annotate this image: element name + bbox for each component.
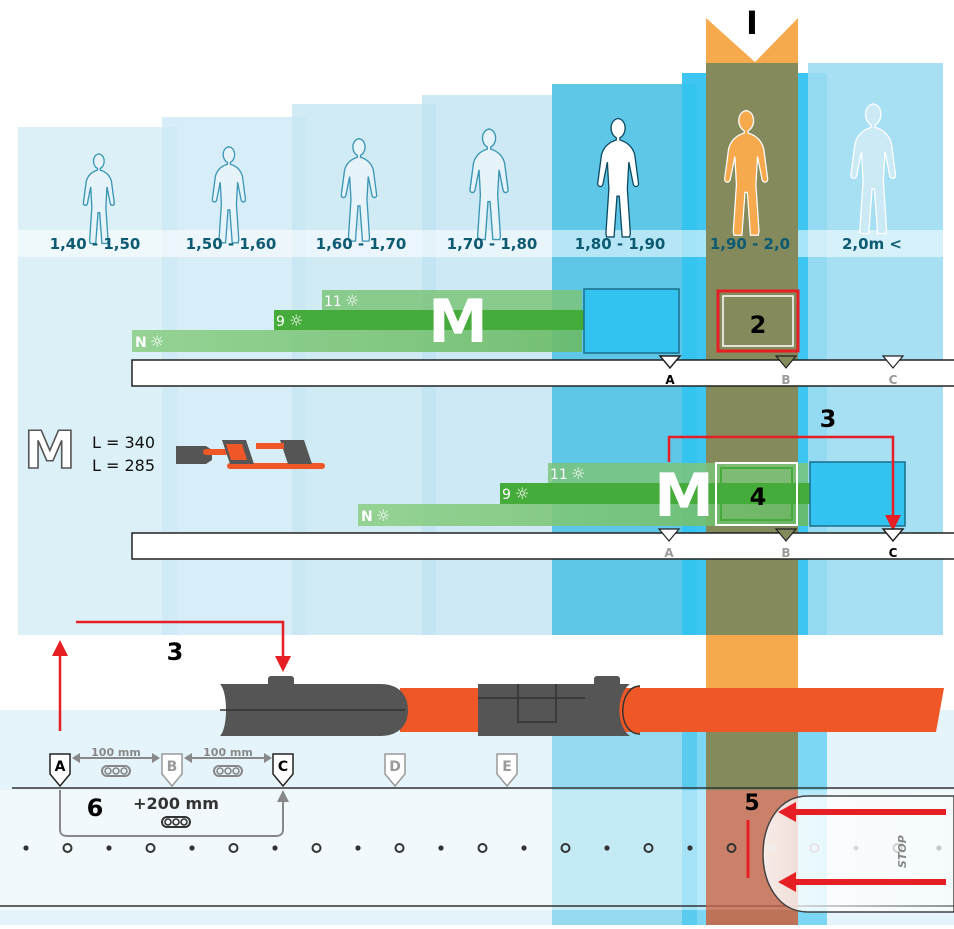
chain-hole bbox=[521, 845, 527, 851]
chain-hole bbox=[726, 843, 737, 853]
callout-2: 2 bbox=[750, 311, 767, 339]
size-range-label: 1,90 - 2,0 bbox=[710, 235, 790, 253]
sun-icon: ☼ bbox=[515, 484, 529, 503]
size-range-label: 1,70 - 1,80 bbox=[447, 235, 538, 253]
lower-rail-label: A bbox=[664, 546, 674, 560]
stop-text: STOP bbox=[896, 835, 909, 868]
cable-housing-icon bbox=[176, 440, 325, 469]
chain-hole bbox=[438, 845, 444, 851]
sun-icon: ☼ bbox=[150, 332, 164, 351]
upper-rail-label: A bbox=[665, 373, 675, 387]
pin-c: C bbox=[272, 753, 294, 788]
upper-rail-group: 11 ☼ 9 ☼ N ☼ M A B C 2 bbox=[131, 287, 954, 387]
chain-hole bbox=[106, 845, 112, 851]
spacing-bc: 100 mm bbox=[184, 746, 272, 777]
svg-text:A: A bbox=[55, 759, 66, 775]
upper-bar9-tag: 9 bbox=[276, 314, 285, 330]
lower-rail-group: 3 11 ☼ 9 ☼ N ☼ M 4 A B C bbox=[131, 405, 954, 560]
callout-5: 5 bbox=[744, 791, 759, 816]
sun-icon: ☼ bbox=[571, 464, 585, 483]
callout-3-bottom: 3 bbox=[167, 638, 184, 666]
chain-hole bbox=[23, 845, 29, 851]
sun-icon: ☼ bbox=[376, 506, 390, 525]
chain-hole bbox=[687, 845, 693, 851]
chain-hole bbox=[394, 843, 405, 853]
lower-bar11-tag: 11 bbox=[550, 467, 568, 483]
lower-rail-label: C bbox=[889, 546, 898, 560]
chain-hole bbox=[311, 843, 322, 853]
lower-model-letter: M bbox=[654, 461, 714, 531]
chain-hole bbox=[560, 843, 571, 853]
svg-text:B: B bbox=[167, 759, 178, 775]
svg-text:100 mm: 100 mm bbox=[203, 746, 253, 759]
size-range-label: 1,60 - 1,70 bbox=[316, 235, 407, 253]
pin-b: B bbox=[161, 753, 183, 788]
chain-hole bbox=[189, 845, 195, 851]
chain-hole bbox=[477, 843, 488, 853]
model-legend: M L = 340 L = 285 bbox=[23, 420, 325, 482]
lower-rail-label: B bbox=[781, 546, 790, 560]
upper-rail-label: B bbox=[781, 373, 790, 387]
chain-rail: A B C D E 100 mm 100 bbox=[0, 746, 954, 925]
svg-text:D: D bbox=[389, 759, 401, 775]
chain-hole bbox=[228, 843, 239, 853]
callout-6: 6 bbox=[87, 794, 104, 822]
upper-model-letter: M bbox=[428, 287, 488, 357]
pin-e: E bbox=[496, 753, 518, 788]
callout-3-top: 3 bbox=[820, 405, 837, 433]
upper-bar11-tag: 11 bbox=[324, 294, 342, 310]
sun-icon: ☼ bbox=[345, 291, 359, 310]
chain-hole bbox=[355, 845, 361, 851]
size-range-label: 1,50 - 1,60 bbox=[186, 235, 277, 253]
callout-4: 4 bbox=[750, 483, 767, 511]
pin-d: D bbox=[384, 753, 406, 788]
legend-model-letter: M bbox=[24, 421, 76, 481]
sun-icon: ☼ bbox=[289, 311, 303, 330]
upper-rail-label: C bbox=[889, 373, 898, 387]
spacing-extra: +200 mm 6 bbox=[59, 790, 289, 837]
lower-n-tag: N bbox=[361, 509, 373, 525]
top-marker: I bbox=[746, 4, 758, 42]
legend-l2: L = 285 bbox=[92, 456, 155, 475]
svg-text:C: C bbox=[278, 759, 288, 775]
chain-hole bbox=[604, 845, 610, 851]
size-range-labels: 1,40 - 1,50 1,50 - 1,60 1,60 - 1,70 1,70… bbox=[50, 235, 902, 253]
lower-bar9-tag: 9 bbox=[502, 487, 511, 503]
legend-l1: L = 340 bbox=[92, 433, 155, 452]
spacing-ab: 100 mm bbox=[72, 746, 160, 777]
size-range-label: 1,40 - 1,50 bbox=[50, 235, 141, 253]
chain-hole bbox=[62, 843, 73, 853]
svg-text:E: E bbox=[502, 759, 512, 775]
chain-hole bbox=[643, 843, 654, 853]
svg-text:100 mm: 100 mm bbox=[91, 746, 141, 759]
stop-cap: STOP 5 bbox=[744, 791, 954, 913]
size-range-label: 2,0m < bbox=[842, 235, 902, 253]
chain-hole bbox=[272, 845, 278, 851]
pin-a: A bbox=[49, 753, 71, 788]
upper-n-tag: N bbox=[135, 335, 147, 351]
svg-text:+200 mm: +200 mm bbox=[133, 794, 219, 813]
chain-hole bbox=[145, 843, 156, 853]
cable-section: 3 bbox=[52, 620, 944, 736]
size-range-label: 1,80 - 1,90 bbox=[575, 235, 666, 253]
